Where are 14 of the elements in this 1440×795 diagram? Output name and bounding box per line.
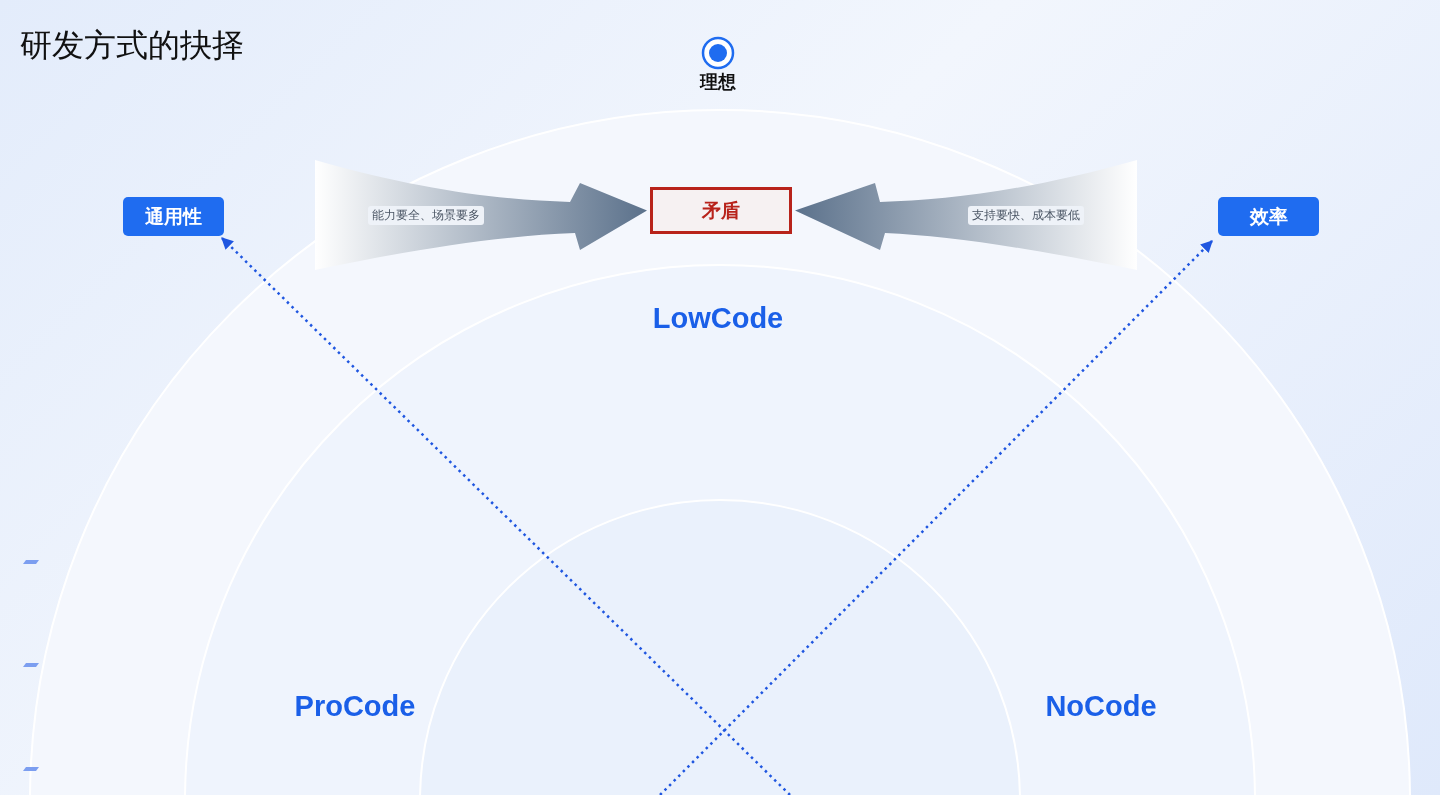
label-tag: 效率 bbox=[1218, 197, 1319, 236]
stamp-box: 矛盾 bbox=[650, 187, 792, 234]
arrow bbox=[659, 240, 1213, 795]
category-label: NoCode bbox=[1030, 686, 1172, 726]
edge-label: 能力要全、场景要多 bbox=[368, 206, 484, 225]
category-label: LowCode bbox=[640, 298, 796, 338]
label-tag: 通用性 bbox=[123, 197, 224, 236]
arrow bbox=[221, 237, 791, 795]
title: 研发方式的抉择 bbox=[20, 25, 244, 66]
edge-label: 支持要快、成本要低 bbox=[968, 206, 1084, 225]
category-label: ProCode bbox=[280, 686, 430, 726]
arrow bbox=[795, 160, 1137, 270]
node-label: 理想 bbox=[698, 70, 737, 94]
arrow bbox=[315, 160, 647, 270]
